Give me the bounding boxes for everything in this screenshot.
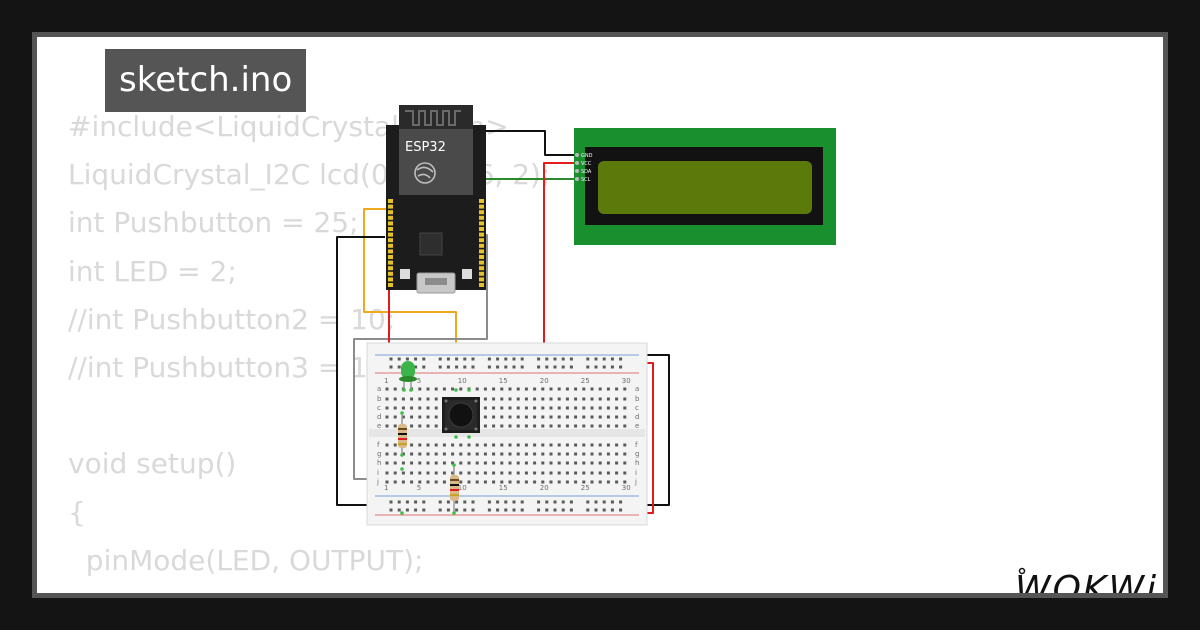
esp32-pin-header-left bbox=[388, 199, 393, 287]
lcd-pin-gnd: GND bbox=[581, 153, 593, 159]
breadboard-row-letter: e bbox=[635, 422, 639, 430]
breadboard-column-number: 30 bbox=[622, 377, 631, 385]
lcd-display[interactable]: GND VCC SDA SCL bbox=[574, 128, 836, 245]
esp32-pin-header-right bbox=[479, 199, 484, 287]
breadboard-row-letter: d bbox=[377, 413, 381, 421]
breadboard-row-letter: c bbox=[635, 404, 639, 412]
lcd-pin-vcc: VCC bbox=[581, 161, 592, 167]
led-green[interactable] bbox=[399, 361, 417, 389]
esp32-board[interactable]: ESP32 bbox=[386, 105, 486, 294]
breadboard-holes bbox=[385, 357, 627, 512]
breadboard-column-number: 1 bbox=[384, 484, 388, 492]
breadboard-row-letter: e bbox=[377, 422, 381, 430]
breadboard-row-letter: j bbox=[376, 478, 379, 486]
code-line: pinMode(LED, OUTPUT); bbox=[68, 543, 424, 577]
breadboard-column-number: 15 bbox=[499, 377, 508, 385]
breadboard-row-letter: c bbox=[377, 404, 381, 412]
breadboard-column-number: 25 bbox=[581, 484, 590, 492]
breadboard-column-number: 25 bbox=[581, 377, 590, 385]
breadboard-column-number: 5 bbox=[417, 484, 421, 492]
resistor-led[interactable] bbox=[398, 413, 407, 455]
code-line: //int Pushbutton2 = 10; bbox=[68, 302, 396, 336]
lcd-pin-header: GND VCC SDA SCL bbox=[575, 153, 593, 183]
breadboard-row-letter: a bbox=[635, 385, 639, 393]
code-line: pinMode(Pushbutton, INPUT); bbox=[68, 585, 550, 593]
wire-black-lcd-gnd[interactable] bbox=[435, 130, 577, 156]
wokwi-logo: WOKWi bbox=[1015, 567, 1158, 593]
boot-button[interactable] bbox=[400, 269, 410, 279]
espressif-logo-icon bbox=[414, 162, 436, 184]
breadboard-row-letter: i bbox=[377, 469, 379, 477]
wire-red-lcd-vcc[interactable] bbox=[543, 162, 577, 187]
lcd-pin-scl: SCL bbox=[581, 177, 591, 183]
esp32-chip bbox=[419, 232, 443, 256]
breadboard-column-number: 20 bbox=[540, 377, 549, 385]
code-line: int LED = 2; bbox=[68, 254, 237, 288]
breadboard-row-letter: i bbox=[635, 469, 637, 477]
breadboard-row-letter: d bbox=[635, 413, 639, 421]
esp32-label: ESP32 bbox=[405, 140, 446, 155]
breadboard-column-number: 10 bbox=[458, 484, 467, 492]
wire-black-right-rail[interactable] bbox=[627, 354, 670, 506]
en-button[interactable] bbox=[462, 269, 472, 279]
breadboard-row-letter: f bbox=[635, 441, 638, 449]
simulation-canvas[interactable]: #include<LiquidCrystal_I2C.h>LiquidCryst… bbox=[37, 37, 1163, 593]
antenna-trace bbox=[405, 110, 461, 126]
resistor-button[interactable] bbox=[450, 465, 459, 513]
breadboard-row-letter: g bbox=[377, 450, 381, 458]
code-line: { bbox=[68, 495, 86, 529]
wokwi-logo-text: WOKWi bbox=[1015, 569, 1158, 593]
lcd-pin-sda: SDA bbox=[581, 169, 592, 175]
breadboard-row-letter: f bbox=[377, 441, 380, 449]
breadboard-row-letter: h bbox=[377, 459, 381, 467]
code-line: int Pushbutton = 25; bbox=[68, 206, 359, 240]
breadboard-row-letter: a bbox=[377, 385, 381, 393]
breadboard-column-number: 15 bbox=[499, 484, 508, 492]
breadboard-column-number: 10 bbox=[458, 377, 467, 385]
breadboard-column-number: 20 bbox=[540, 484, 549, 492]
pushbutton[interactable] bbox=[442, 397, 480, 433]
file-title-tab[interactable]: sketch.ino bbox=[105, 49, 307, 112]
breadboard-row-letter: j bbox=[634, 478, 637, 486]
breadboard-column-number: 30 bbox=[622, 484, 631, 492]
breadboard-row-letter: b bbox=[635, 395, 640, 403]
breadboard-column-number: 1 bbox=[384, 377, 388, 385]
breadboard-row-letter: h bbox=[635, 459, 639, 467]
breadboard-column-number: 5 bbox=[417, 377, 421, 385]
code-line: void setup() bbox=[68, 447, 237, 481]
connection-markers bbox=[400, 388, 471, 515]
breadboard-row-letter: g bbox=[635, 450, 639, 458]
breadboard-row-letter: b bbox=[377, 395, 382, 403]
